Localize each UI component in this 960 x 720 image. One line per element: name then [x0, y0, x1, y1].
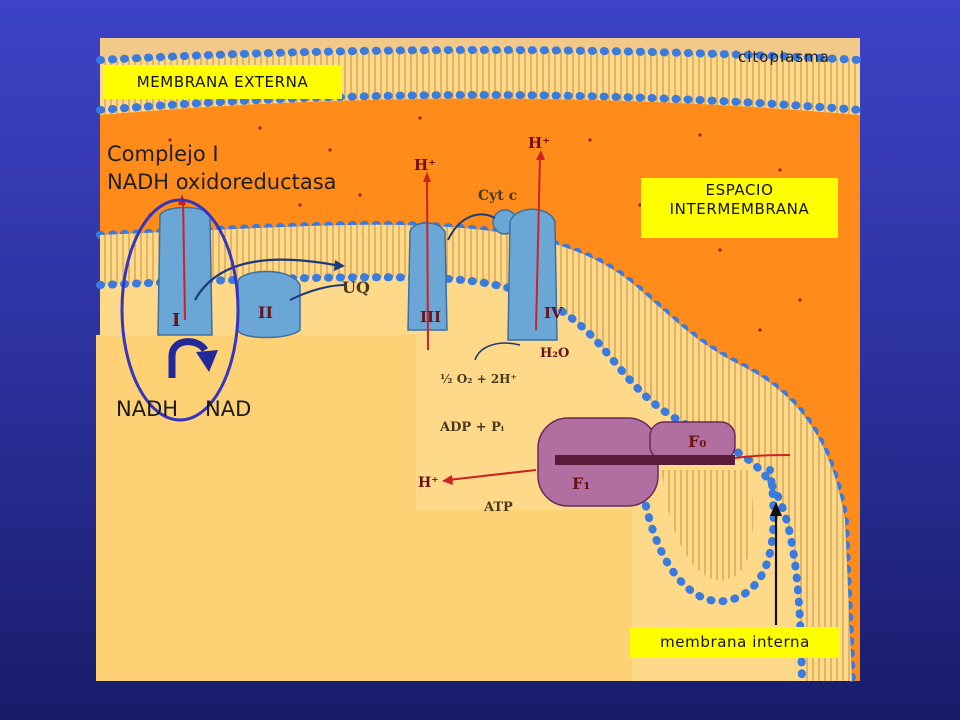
- inner-membrane: [100, 224, 852, 681]
- f1-label: F₁: [572, 474, 590, 493]
- h-plus-label-2: H⁺: [528, 134, 550, 152]
- complex-II: II: [237, 270, 301, 339]
- espacio-intermembrana-box: ESPACIO INTERMEMBRANA: [641, 178, 838, 238]
- uq-label: UQ: [342, 278, 370, 297]
- h-plus-label-1: H⁺: [414, 156, 436, 174]
- atp-label: ATP: [483, 500, 513, 515]
- complex-I-label: I: [172, 310, 180, 331]
- nadh-label: NADH: [116, 397, 179, 421]
- arrow-up-icon: [770, 502, 782, 625]
- membrana-externa-label: MEMBRANA EXTERNA: [136, 73, 309, 91]
- espacio-label-line1: ESPACIO: [705, 181, 774, 199]
- half-o2-label: ½ O₂ + 2H⁺: [440, 372, 517, 386]
- complejo-title: Complejo I: [107, 142, 219, 166]
- membrana-interna-label: membrana interna: [660, 633, 810, 651]
- nad-label: NAD: [205, 397, 252, 421]
- citoplasma-label: citoplasma: [738, 48, 830, 66]
- complex-III: III H⁺: [407, 156, 448, 351]
- complex-III-label: III: [420, 308, 441, 326]
- complex-IV: IV H⁺: [507, 134, 563, 341]
- membrana-externa-box: MEMBRANA EXTERNA: [103, 65, 342, 99]
- complex-I: I: [157, 197, 213, 336]
- matrix-panel-bottom: [96, 510, 632, 681]
- atp-synthase: F₀ F₁: [537, 417, 736, 507]
- adp-label: ADP + Pᵢ: [439, 420, 504, 435]
- curved-arrow-icon: [168, 338, 218, 378]
- cyt-c-label: Cyt c: [478, 188, 517, 204]
- espacio-label-line2: INTERMEMBRANA: [669, 200, 810, 218]
- h2o-label: H₂O: [540, 346, 569, 361]
- complex-IV-label: IV: [544, 304, 563, 322]
- complejo-subtitle: NADH oxidoreductasa: [107, 170, 337, 194]
- membrana-interna-box: membrana interna: [630, 627, 840, 658]
- complex-I-highlight-circle: [120, 198, 240, 422]
- f0-label: F₀: [688, 432, 706, 451]
- h-plus-label-3: H⁺: [418, 475, 439, 491]
- complex-II-label: II: [258, 303, 273, 322]
